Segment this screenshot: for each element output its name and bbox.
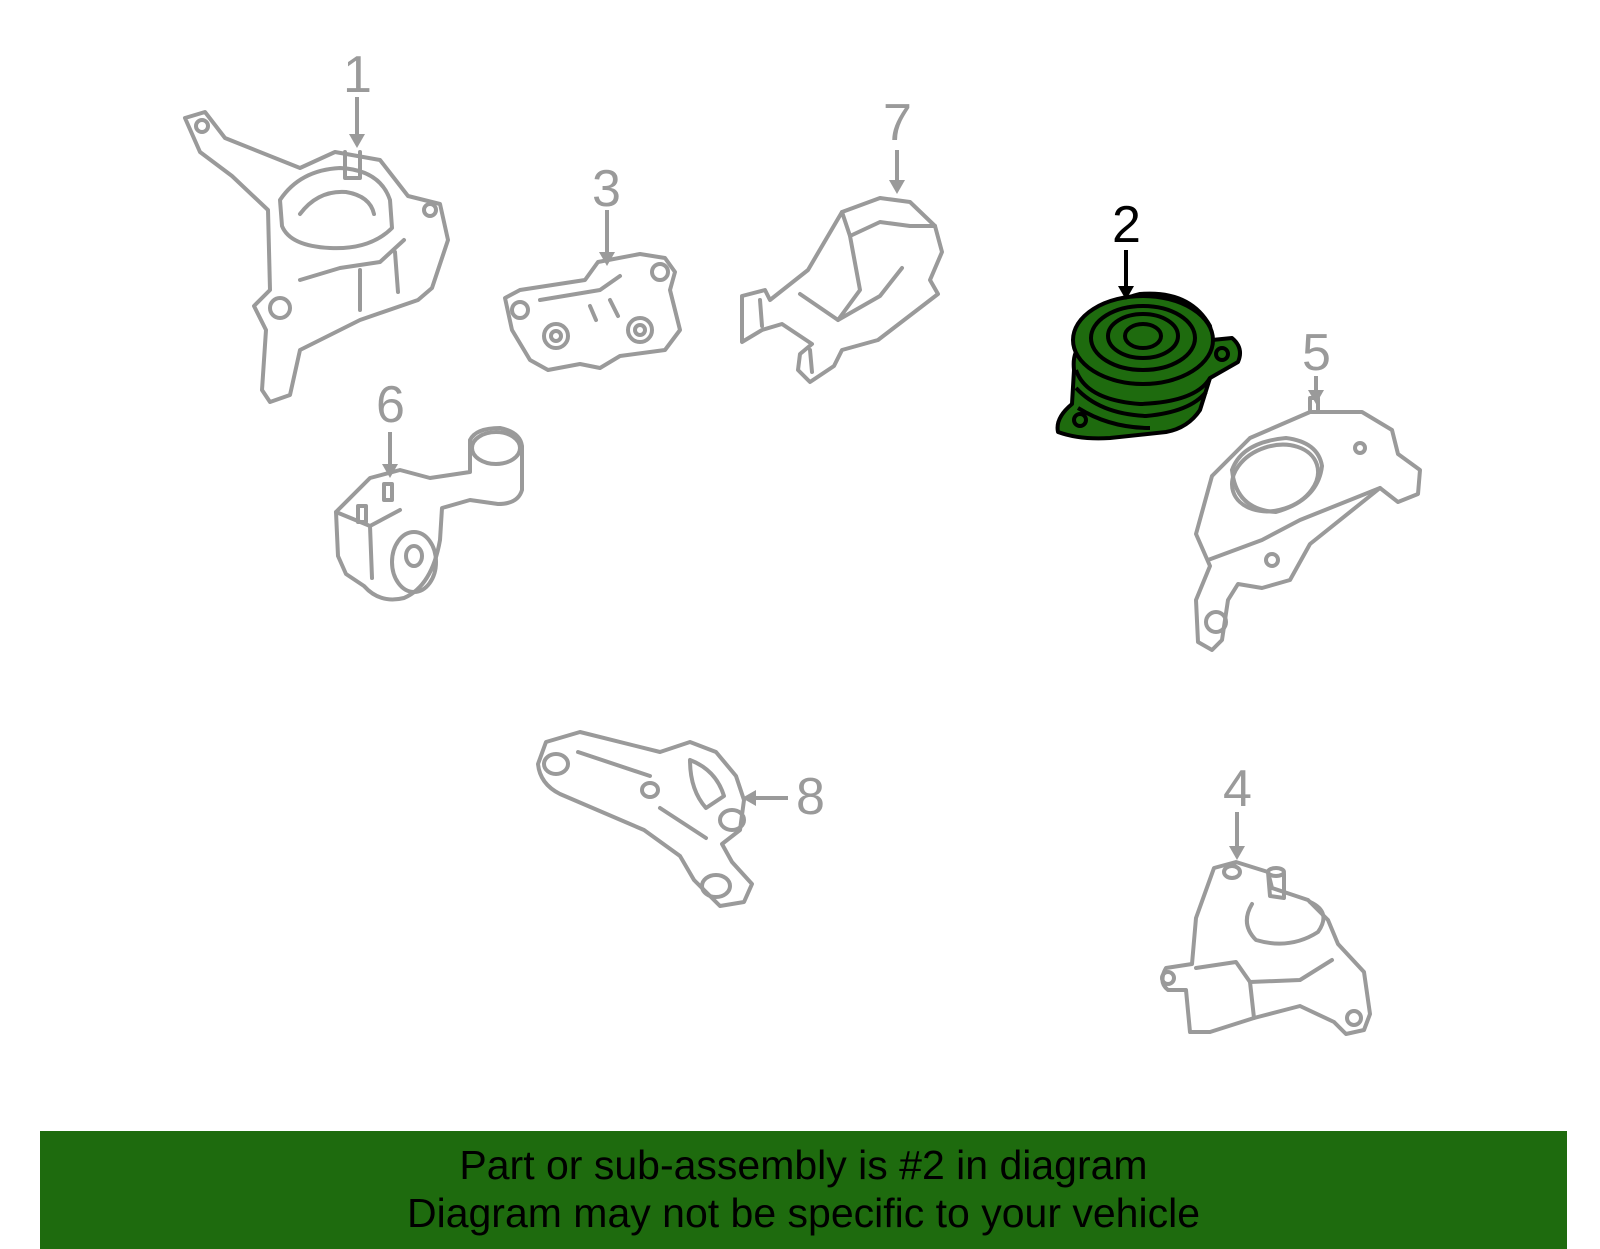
arrow-8	[742, 790, 756, 806]
callout-4: 4	[1223, 760, 1252, 818]
arrow-1	[349, 134, 365, 148]
banner-line-2: Diagram may not be specific to your vehi…	[406, 1190, 1200, 1236]
part-4-side-mount[interactable]	[1160, 860, 1372, 1036]
callout-2: 2	[1112, 196, 1141, 254]
part-5-bracket-plate[interactable]	[1194, 396, 1422, 652]
arrow-4	[1229, 846, 1245, 860]
part-7-bracket[interactable]	[740, 196, 944, 384]
callout-5: 5	[1302, 324, 1331, 382]
callout-6: 6	[376, 376, 405, 434]
arrow-5	[1308, 390, 1324, 404]
part-3-bracket[interactable]	[503, 252, 682, 372]
callout-7: 7	[883, 94, 912, 152]
part-2-mount-insulator[interactable]	[1055, 291, 1242, 441]
part-1-engine-mount[interactable]	[183, 110, 450, 404]
arrow-2	[1118, 286, 1134, 300]
callout-1: 1	[343, 46, 372, 104]
part-6-torque-rod[interactable]	[334, 426, 524, 602]
info-banner: Part or sub-assembly is #2 in diagram Di…	[40, 1131, 1567, 1249]
callout-8: 8	[796, 768, 825, 826]
part-8-rear-bracket[interactable]	[536, 730, 754, 908]
banner-line-1: Part or sub-assembly is #2 in diagram	[459, 1142, 1148, 1188]
arrow-7	[889, 180, 905, 194]
callout-3: 3	[592, 160, 621, 218]
arrow-3	[599, 252, 615, 266]
arrow-6	[382, 464, 398, 478]
